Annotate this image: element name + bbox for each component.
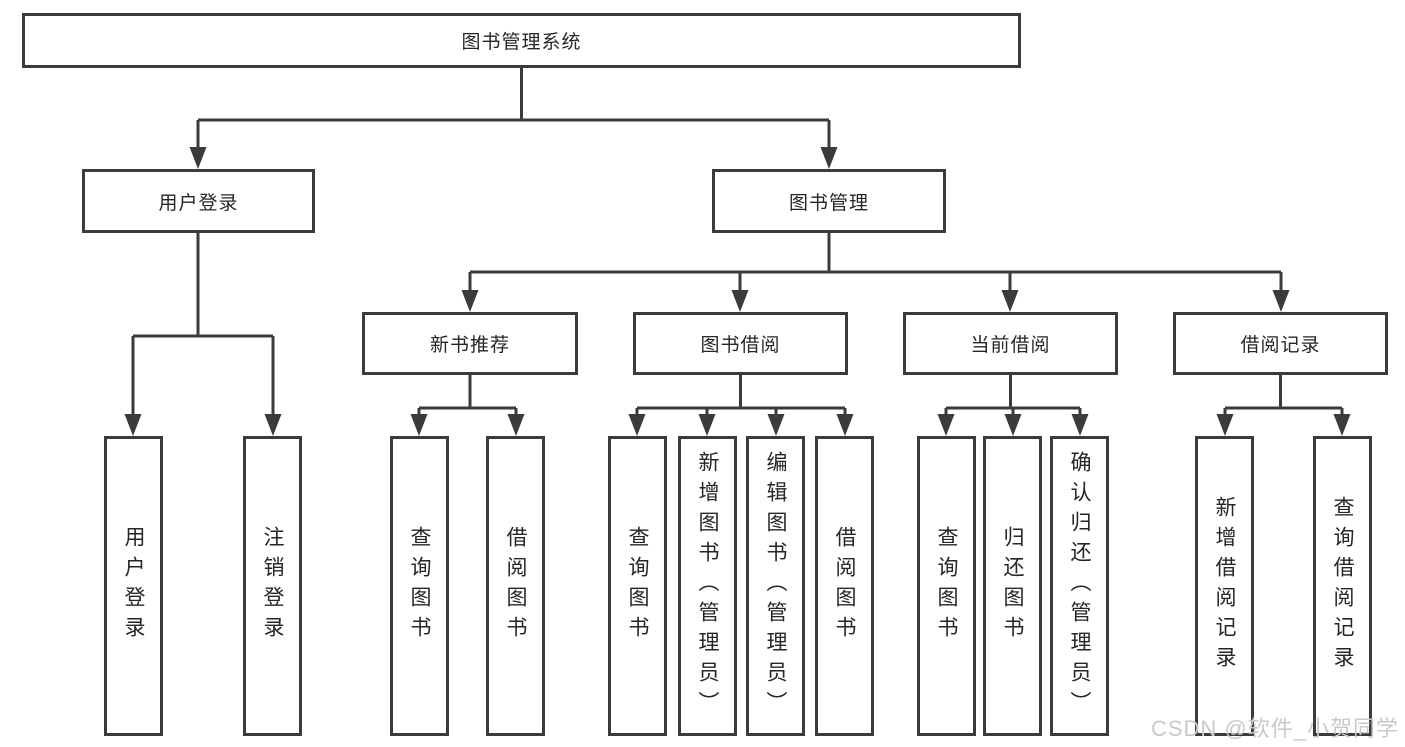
leaf-edit-books-admin: 编辑图书（管理员） xyxy=(746,436,805,736)
leaf-borrow-books-recommend: 借阅图书 xyxy=(486,436,545,736)
node-current-borrowing-label: 当前借阅 xyxy=(970,335,1051,356)
node-book-borrowing: 图书借阅 xyxy=(633,312,848,375)
leaf-query-books-recommend-label: 查询图书 xyxy=(408,526,431,646)
node-new-book-recommendation-label: 新书推荐 xyxy=(429,335,510,356)
node-new-book-recommendation: 新书推荐 xyxy=(362,312,578,375)
leaf-add-borrow-record: 新增借阅记录 xyxy=(1195,436,1254,736)
leaf-query-borrow-record: 查询借阅记录 xyxy=(1313,436,1372,736)
leaf-confirm-return-admin-label: 确认归还（管理员） xyxy=(1068,451,1091,721)
leaf-logout-label: 注销登录 xyxy=(261,526,284,646)
leaf-add-books-admin: 新增图书（管理员） xyxy=(678,436,737,736)
arrowheads xyxy=(124,147,1351,436)
node-root: 图书管理系统 xyxy=(22,13,1021,68)
node-book-management-label: 图书管理 xyxy=(788,192,869,214)
leaf-user-login-label: 用户登录 xyxy=(122,526,145,646)
leaf-query-books-borrowing-label: 查询图书 xyxy=(626,526,649,646)
leaf-query-books-current: 查询图书 xyxy=(917,436,976,736)
leaf-borrow-books-borrowing: 借阅图书 xyxy=(815,436,874,736)
node-borrowing-records-label: 借阅记录 xyxy=(1240,335,1321,356)
leaf-return-books: 归还图书 xyxy=(983,436,1042,736)
leaf-query-books-recommend: 查询图书 xyxy=(390,436,449,736)
leaf-borrow-books-recommend-label: 借阅图书 xyxy=(504,526,527,646)
node-borrowing-records: 借阅记录 xyxy=(1173,312,1388,375)
node-user-login-label: 用户登录 xyxy=(158,192,239,214)
node-book-borrowing-label: 图书借阅 xyxy=(700,335,781,356)
leaf-query-borrow-record-label: 查询借阅记录 xyxy=(1331,496,1354,676)
leaf-return-books-label: 归还图书 xyxy=(1001,526,1024,646)
node-current-borrowing: 当前借阅 xyxy=(903,312,1118,375)
csdn-watermark: CSDN @软件_小贺同学 xyxy=(1150,716,1399,741)
leaf-user-login: 用户登录 xyxy=(104,436,163,736)
node-book-management: 图书管理 xyxy=(712,169,946,233)
leaf-add-books-admin-label: 新增图书（管理员） xyxy=(696,451,719,721)
leaf-query-books-current-label: 查询图书 xyxy=(935,526,958,646)
node-root-label: 图书管理系统 xyxy=(461,32,582,53)
leaf-borrow-books-borrowing-label: 借阅图书 xyxy=(833,526,856,646)
node-user-login: 用户登录 xyxy=(82,169,315,233)
leaf-edit-books-admin-label: 编辑图书（管理员） xyxy=(764,451,787,721)
leaf-query-books-borrowing: 查询图书 xyxy=(608,436,667,736)
leaf-logout: 注销登录 xyxy=(243,436,302,736)
leaf-add-borrow-record-label: 新增借阅记录 xyxy=(1213,496,1236,676)
leaf-confirm-return-admin: 确认归还（管理员） xyxy=(1050,436,1109,736)
